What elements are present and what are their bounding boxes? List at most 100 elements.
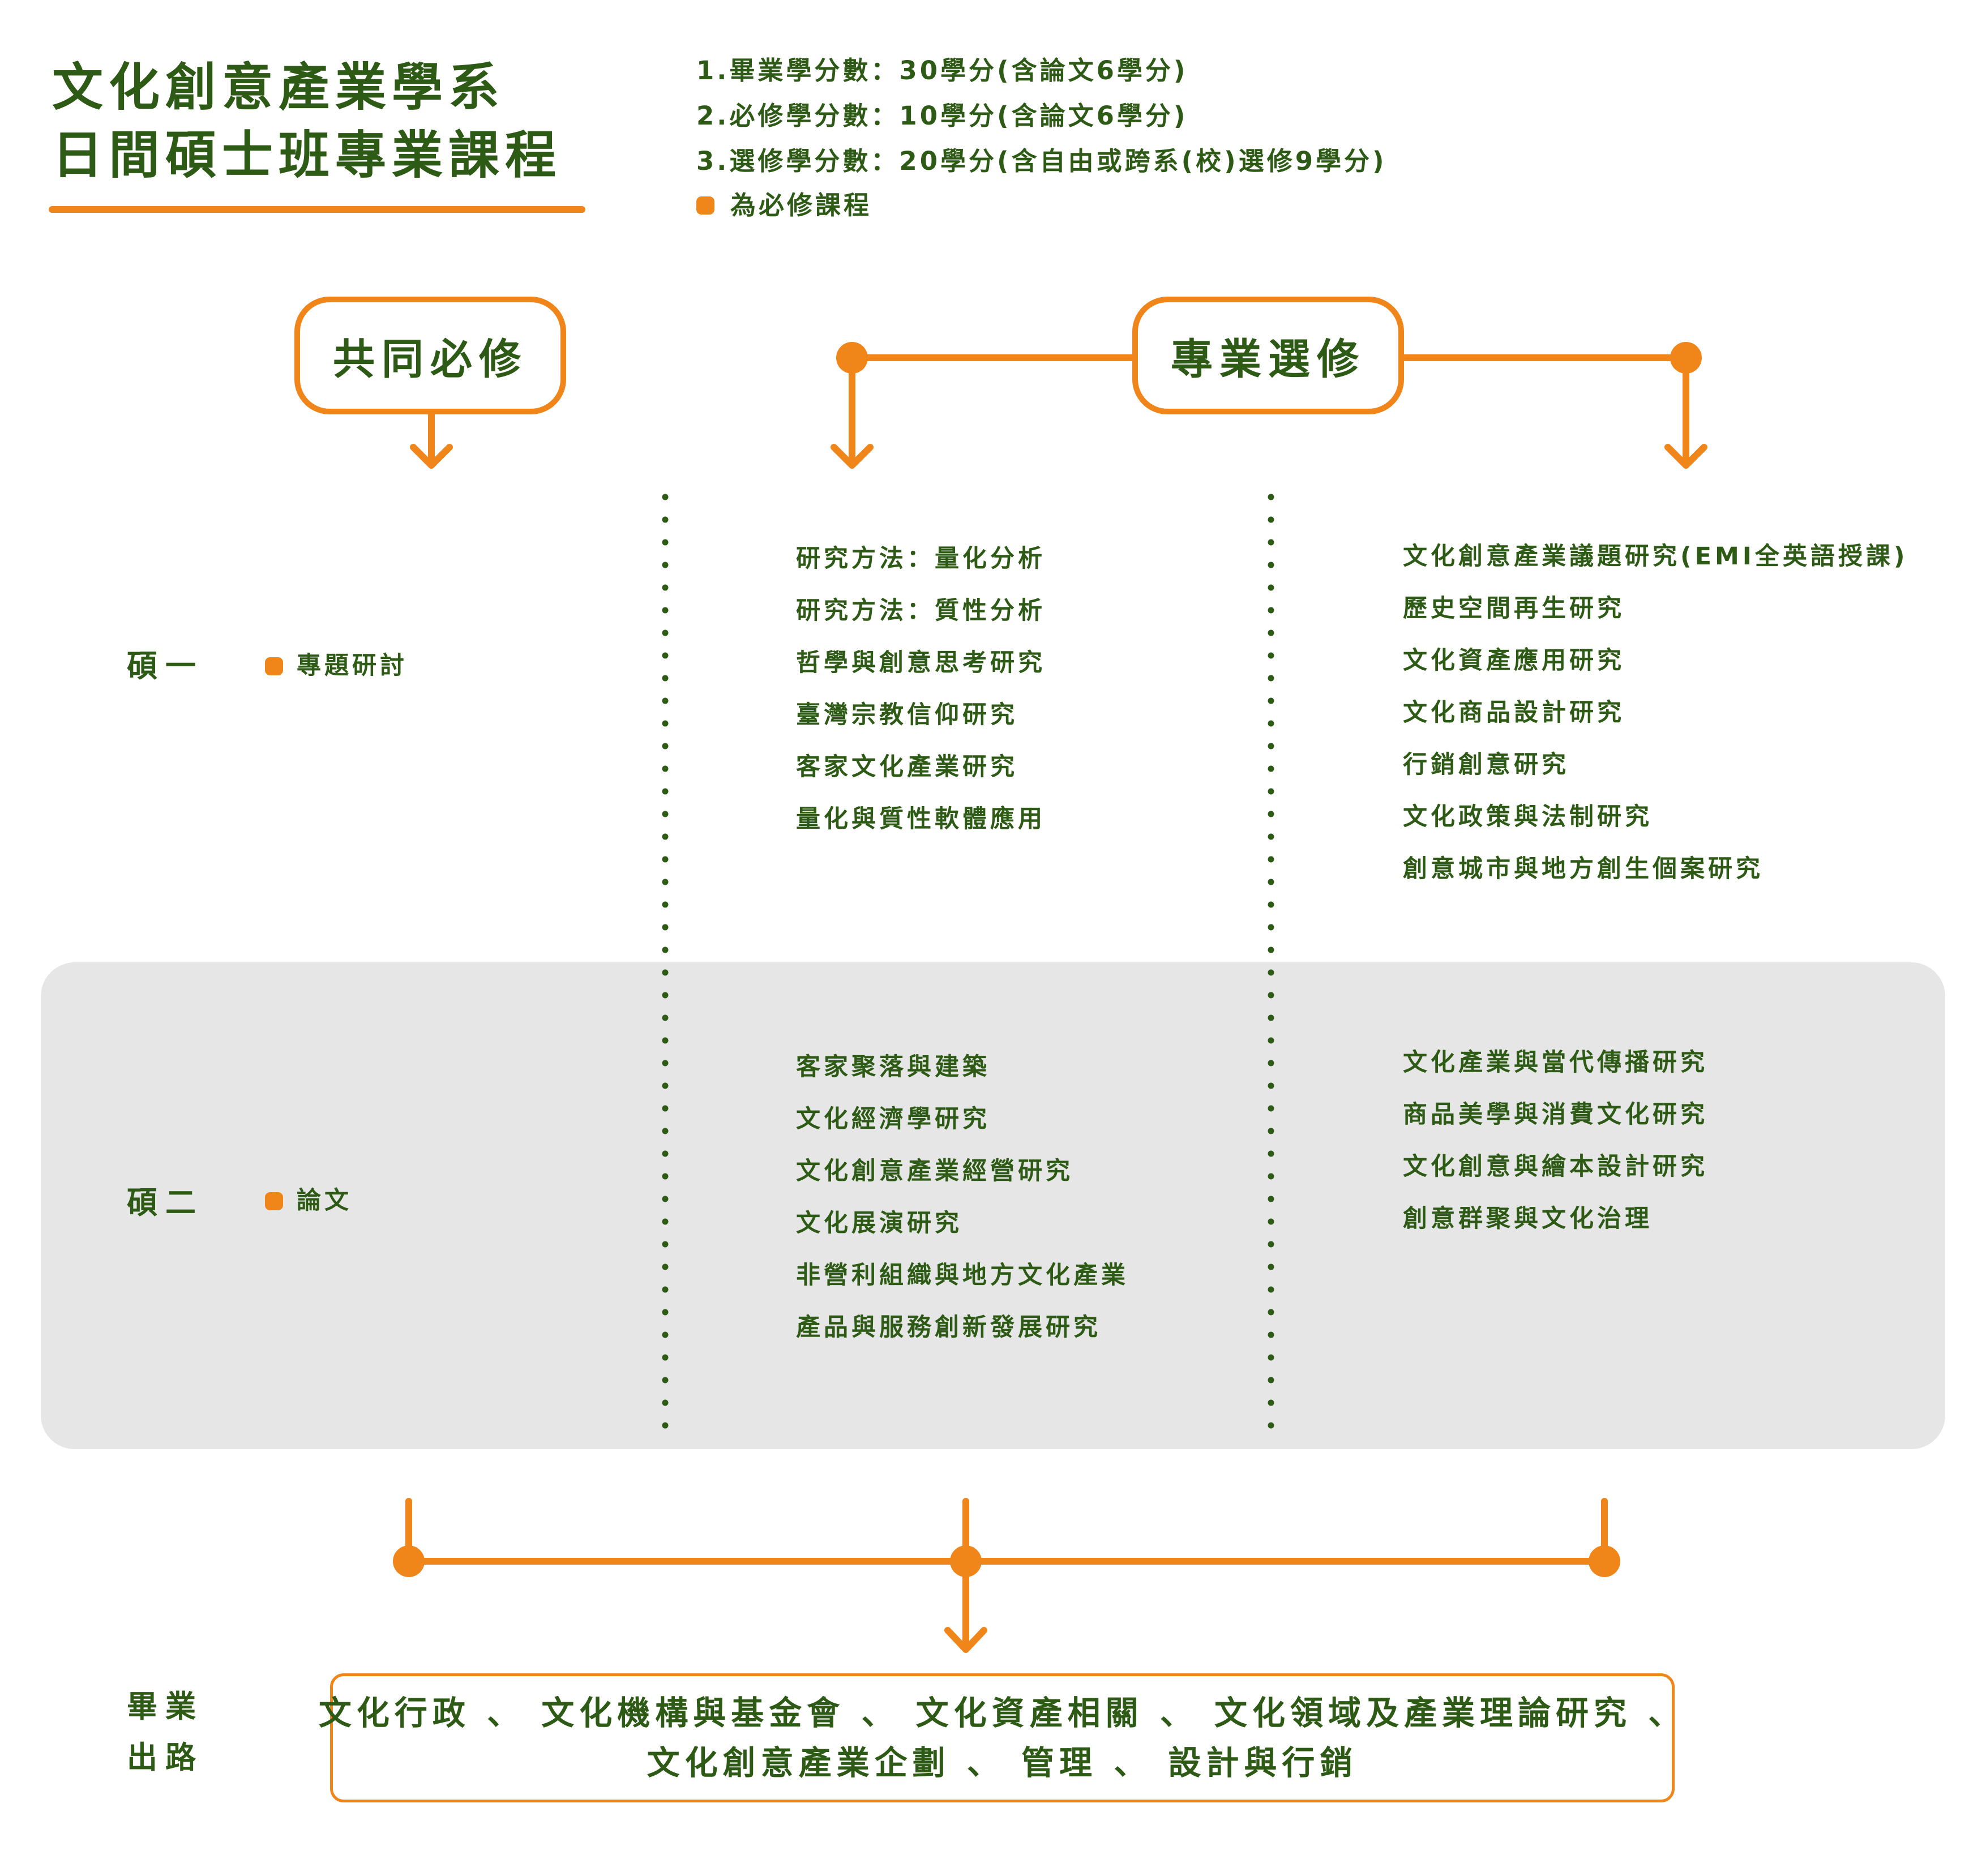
divider-dot [1268, 1331, 1274, 1338]
divider-dot [1268, 1263, 1274, 1270]
career-label-line-2: 出路 [127, 1740, 204, 1775]
elective-left-arrow-head [831, 444, 874, 469]
divider-dot [662, 1309, 669, 1316]
divider-dot [1268, 879, 1274, 885]
divider-dot [1268, 607, 1274, 614]
divider-dot [1268, 1218, 1274, 1225]
divider-dot [1268, 675, 1274, 682]
elective-course: 文化展演研究 [796, 1209, 962, 1237]
common-arrow-head [410, 444, 453, 469]
career-label-line-1: 畢業 [127, 1689, 204, 1724]
elective-course: 文化創意與繪本設計研究 [1403, 1153, 1708, 1181]
divider-dot [662, 562, 669, 568]
category-professional-elective-label: 專業選修 [1171, 335, 1366, 384]
divider-dot [1268, 1105, 1274, 1112]
elective-course: 臺灣宗教信仰研究 [796, 701, 1018, 729]
divider-dot [662, 607, 669, 614]
join-right-node [1589, 1545, 1620, 1577]
career-line-2: 文化創意產業企劃 、 管理 、 設計與行銷 [647, 1744, 1358, 1782]
divider-dot [662, 901, 669, 908]
divider-dot [662, 675, 669, 682]
divider-dot [1268, 969, 1274, 976]
divider-dot [662, 856, 669, 863]
divider-dot [1268, 833, 1274, 840]
year-two-electives-left: 客家聚落與建築 文化經濟學研究 文化創意產業經營研究 文化展演研究 非營利組織與… [796, 1055, 1129, 1340]
divider-dot [662, 652, 669, 659]
divider-dot [662, 1128, 669, 1134]
divider-dot [662, 1422, 669, 1429]
divider-dot [662, 879, 669, 885]
year-two-electives-right: 文化產業與當代傳播研究 商品美學與消費文化研究 文化創意與繪本設計研究 創意群聚… [1403, 1051, 1708, 1231]
elective-course: 文化創意產業經營研究 [796, 1157, 1073, 1185]
note-elective-credits: 3.選修學分數：20學分(含自由或跨系(校)選修9學分) [696, 146, 1387, 176]
divider-dot [662, 1241, 669, 1248]
elective-course: 文化產業與當代傳播研究 [1403, 1048, 1708, 1077]
elective-course: 文化資產應用研究 [1403, 646, 1625, 675]
year-two-required-course-label: 論文 [297, 1187, 352, 1215]
career-arrow-head [944, 1627, 987, 1653]
category-professional-elective: 專業選修 [1132, 297, 1404, 414]
elective-course: 歷史空間再生研究 [1403, 594, 1625, 623]
divider-dot [1268, 1060, 1274, 1067]
divider-dot [1268, 539, 1274, 546]
year-one-required-course-label: 專題研討 [297, 652, 408, 680]
elective-course: 文化創意產業議題研究(EMI全英語授課) [1403, 542, 1908, 571]
elective-course: 研究方法：量化分析 [796, 545, 1046, 573]
divider-dot [1268, 1354, 1274, 1361]
divider-dot [1268, 743, 1274, 749]
divider-dot [662, 584, 669, 591]
divider-dot [1268, 562, 1274, 568]
elective-course: 文化經濟學研究 [796, 1105, 990, 1133]
join-center-node [950, 1545, 982, 1577]
elective-course: 客家文化產業研究 [796, 753, 1018, 781]
divider-dot [662, 697, 669, 704]
year-two-band [41, 962, 1945, 1449]
divider-dot [1268, 629, 1274, 636]
divider-dot [1268, 1082, 1274, 1089]
divider-dot [1268, 901, 1274, 908]
required-dot-icon [265, 657, 283, 675]
divider-dot [1268, 1173, 1274, 1180]
career-line-1: 文化行政 、 文化機構與基金會 、 文化資產相關 、 文化領域及產業理論研究 、 [318, 1694, 1687, 1732]
divider-dot [1268, 697, 1274, 704]
divider-dot [662, 1354, 669, 1361]
divider-dot [662, 629, 669, 636]
column-divider-left [662, 494, 669, 1429]
note-graduation-credits: 1.畢業學分數：30學分(含論文6學分) [696, 55, 1188, 85]
divider-dot [662, 1377, 669, 1384]
divider-dot [662, 516, 669, 523]
title-underline [49, 206, 585, 213]
divider-dot [662, 720, 669, 727]
divider-dot [662, 1150, 669, 1157]
elective-course: 創意群聚與文化治理 [1403, 1205, 1653, 1233]
elective-course: 商品美學與消費文化研究 [1403, 1100, 1708, 1129]
divider-dot [662, 1218, 669, 1225]
divider-dot [662, 969, 669, 976]
elective-course: 文化政策與法制研究 [1403, 803, 1653, 831]
elective-course: 創意城市與地方創生個案研究 [1403, 855, 1764, 883]
divider-dot [1268, 992, 1274, 999]
divider-dot [662, 1014, 669, 1021]
divider-dot [662, 1331, 669, 1338]
divider-dot [662, 946, 669, 953]
divider-dot [662, 811, 669, 817]
year-one-electives-left: 研究方法：量化分析 研究方法：質性分析 哲學與創意思考研究 臺灣宗教信仰研究 客… [796, 547, 1046, 832]
elective-left-node [836, 342, 868, 374]
divider-dot [662, 1082, 669, 1089]
elective-course: 量化與質性軟體應用 [796, 805, 1046, 833]
divider-dot [1268, 1286, 1274, 1293]
divider-dot [1268, 1241, 1274, 1248]
elective-right-node [1670, 342, 1702, 374]
legend: 為必修課程 [696, 192, 872, 218]
divider-dot [1268, 516, 1274, 523]
divider-dot [662, 788, 669, 795]
divider-dot [662, 1286, 669, 1293]
divider-dot [1268, 788, 1274, 795]
required-dot-icon [265, 1192, 283, 1210]
divider-dot [1268, 1399, 1274, 1406]
category-common-required-label: 共同必修 [333, 335, 528, 384]
divider-dot [1268, 584, 1274, 591]
elective-course: 研究方法：質性分析 [796, 597, 1046, 625]
divider-dot [1268, 494, 1274, 500]
column-divider-right [1268, 494, 1274, 1429]
